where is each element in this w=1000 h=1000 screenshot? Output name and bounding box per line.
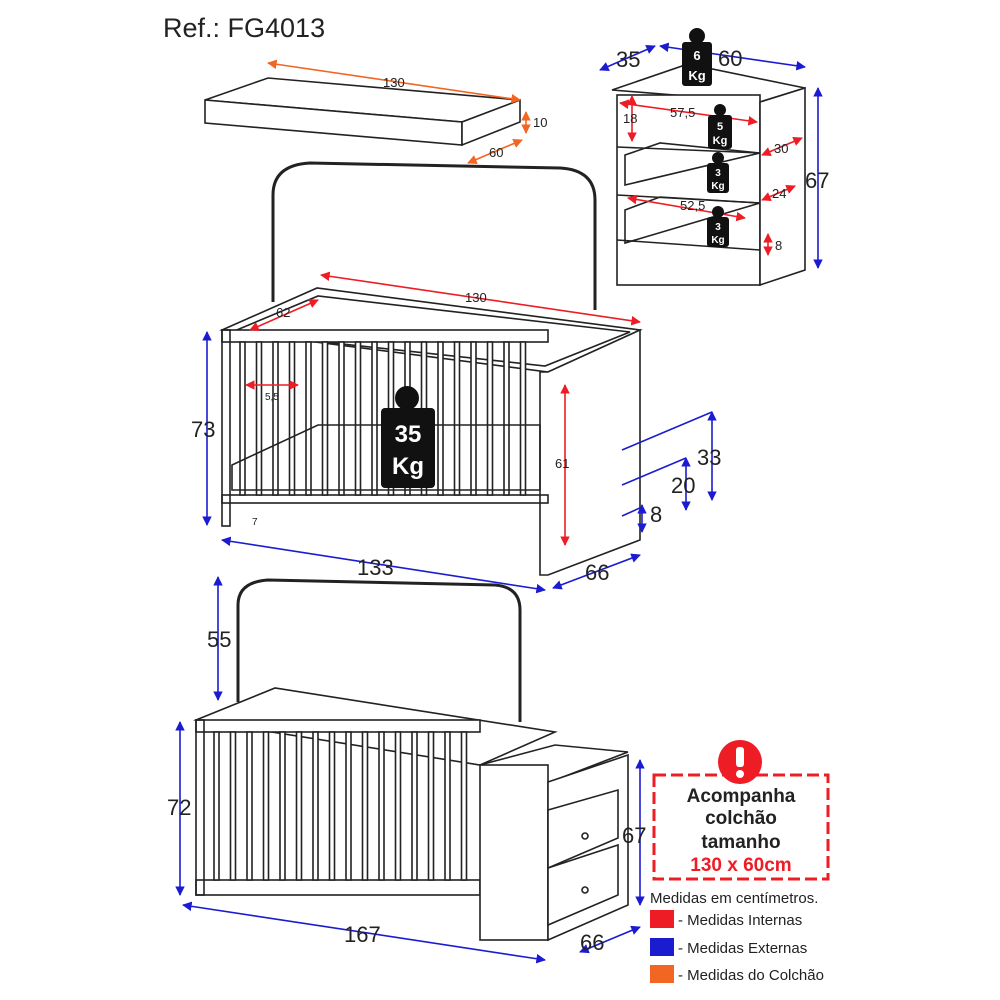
mattress-drawing: 130 10 60 (204, 59, 547, 165)
svg-text:Kg: Kg (711, 181, 724, 192)
reference-title: Ref.: FG4013 (163, 13, 325, 43)
crib-slat (460, 731, 468, 881)
chest-height-label: 67 (805, 168, 829, 193)
legend-swatch-mattress (650, 965, 674, 983)
chest-depth-label: 35 (616, 47, 640, 72)
slat-gap-label: 5,5 (265, 392, 279, 403)
svg-text:5: 5 (717, 121, 723, 133)
level-3-label: 8 (650, 502, 662, 527)
crib-inner-length-label: 130 (465, 290, 487, 305)
crib-slat (354, 341, 362, 496)
svg-text:Kg: Kg (711, 235, 724, 246)
crib-slat (361, 731, 369, 881)
weight-icon-3kg-drawer-1: 3 Kg (707, 152, 729, 193)
crib-slat (288, 341, 296, 496)
legend-swatch-internal (650, 910, 674, 928)
alert-icon (718, 740, 762, 784)
combo-depth-label: 66 (580, 930, 604, 955)
level-1-label: 33 (697, 445, 721, 470)
weight-icon-6kg: 6 Kg (682, 28, 712, 86)
svg-text:- Medidas do Colchão: - Medidas do Colchão (678, 967, 824, 984)
legend-swatch-external (650, 938, 674, 956)
crib-slat (246, 731, 253, 881)
crib-slat (328, 731, 336, 881)
svg-text:colchão: colchão (705, 808, 777, 829)
crib-slat (229, 731, 237, 881)
crib-slat (312, 731, 319, 881)
svg-text:3: 3 (715, 168, 721, 179)
drawer-depth-1-label: 30 (774, 141, 788, 156)
crib-depth-label: 66 (585, 560, 609, 585)
crib-slat (272, 341, 279, 496)
svg-text:6: 6 (693, 48, 700, 63)
svg-text:- Medidas Internas: - Medidas Internas (678, 912, 802, 929)
shelf-height-label: 18 (623, 111, 637, 126)
crib-slat (411, 731, 418, 881)
drawer-depth-2-label: 24 (772, 186, 786, 201)
svg-text:35: 35 (395, 421, 422, 448)
svg-text:tamanho: tamanho (701, 832, 780, 853)
drawer-height-label: 8 (775, 238, 782, 253)
crib-slat (295, 731, 303, 881)
crib-inner-height-label: 61 (555, 456, 569, 471)
crib-slat (394, 731, 402, 881)
chest-drawing: 57,5 18 30 24 52,5 8 35 60 67 6 Kg 5 Kg … (599, 28, 829, 287)
crib-slat (213, 731, 220, 881)
combo-height-label: 72 (167, 795, 191, 820)
mattress-width-label: 60 (489, 145, 503, 160)
legend-title: Medidas em centímetros. (650, 890, 818, 907)
crib-slat (444, 731, 451, 881)
crib-slat (519, 341, 527, 496)
svg-text:Kg: Kg (392, 453, 424, 480)
foot-gap-label: 7 (252, 517, 258, 528)
shelf-width-label: 57,5 (670, 105, 695, 120)
crib-slat (453, 341, 461, 496)
drawer-width-label: 52,5 (680, 198, 705, 213)
crib-slat (255, 341, 263, 496)
weight-icon-5kg: 5 Kg (708, 104, 732, 149)
weight-icon-3kg-drawer-2: 3 Kg (707, 206, 729, 247)
svg-text:3: 3 (715, 222, 721, 233)
crib-slat (321, 341, 329, 496)
svg-text:Kg: Kg (713, 135, 728, 147)
headboard-height-label: 55 (207, 627, 231, 652)
crib-slat (378, 731, 385, 881)
crib-slat (486, 341, 494, 496)
weight-icon-35kg: 35 Kg (381, 386, 435, 488)
crib-slat (371, 341, 378, 496)
combo-length-label: 167 (344, 922, 381, 947)
crib-slat (305, 341, 312, 496)
svg-text:- Medidas Externas: - Medidas Externas (678, 940, 807, 957)
svg-text:130 x 60cm: 130 x 60cm (690, 855, 791, 876)
crib-slat (345, 731, 352, 881)
chest-width-label: 60 (718, 46, 742, 71)
legend: Medidas em centímetros. - Medidas Intern… (650, 890, 824, 984)
crib-slat (470, 341, 477, 496)
crib-slat (503, 341, 510, 496)
crib-slat (262, 731, 270, 881)
mattress-height-label: 10 (533, 115, 547, 130)
svg-text:Acompanha: Acompanha (687, 786, 796, 807)
crib-slat (239, 341, 246, 496)
crib-slat (427, 731, 435, 881)
combo-chest-height-label: 67 (622, 823, 646, 848)
crib-length-label: 133 (357, 555, 394, 580)
crib-slat (437, 341, 444, 496)
crib-drawing: 130 62 5,5 61 7 35 Kg 73 133 66 33 20 8 (191, 161, 721, 594)
crib-height-label: 73 (191, 417, 215, 442)
crib-slat (279, 731, 286, 881)
crib-slat (338, 341, 345, 496)
combo-drawing: 55 72 167 66 67 (167, 576, 646, 964)
crib-inner-width-label: 62 (276, 305, 290, 320)
level-2-label: 20 (671, 473, 695, 498)
svg-text:Kg: Kg (688, 68, 705, 83)
mattress-included-notice: Acompanha colchão tamanho 130 x 60cm (652, 740, 830, 881)
mattress-length-label: 130 (383, 75, 405, 90)
